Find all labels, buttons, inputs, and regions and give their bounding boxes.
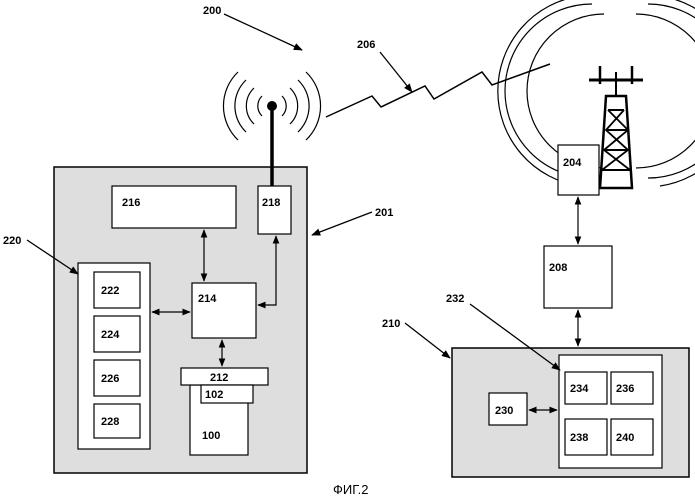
system-label: 200 xyxy=(203,5,221,17)
memory-228-label: 228 xyxy=(101,416,119,428)
transceiver-box xyxy=(258,186,291,234)
network-node-box xyxy=(544,246,612,308)
server-memory-240-label: 240 xyxy=(616,432,634,444)
memory-224-label: 224 xyxy=(101,329,120,341)
card-label: 100 xyxy=(202,430,220,442)
cellular-tower-label: 204 xyxy=(563,157,582,169)
device-label: 201 xyxy=(375,207,393,219)
memory-222-label: 222 xyxy=(101,285,119,297)
server-system-pointer xyxy=(405,323,450,358)
wireless-link-label: 206 xyxy=(357,39,375,51)
lightning-link-icon xyxy=(326,64,550,117)
system-pointer xyxy=(224,14,302,50)
figure-caption: ФИГ.2 xyxy=(333,482,369,497)
server-processor-label: 230 xyxy=(495,405,513,417)
connector-label: 212 xyxy=(210,372,228,384)
network-node-label: 208 xyxy=(549,262,567,274)
server-memory-236-label: 236 xyxy=(616,383,634,395)
server-memory-group-label: 232 xyxy=(446,293,464,305)
transceiver-label: 218 xyxy=(262,197,280,209)
server-system-label: 210 xyxy=(382,318,400,330)
memory-group-label: 220 xyxy=(3,235,21,247)
processor-box xyxy=(192,283,256,338)
display-label: 216 xyxy=(122,197,140,209)
device-pointer xyxy=(312,212,372,235)
processor-label: 214 xyxy=(198,293,217,305)
wireless-link-pointer xyxy=(380,52,412,92)
memory-226-label: 226 xyxy=(101,373,119,385)
server-memory-234-label: 234 xyxy=(570,383,589,395)
server-memory-238-label: 238 xyxy=(570,432,588,444)
card-chip-label: 102 xyxy=(205,389,223,401)
cellular-tower-box xyxy=(558,145,599,195)
